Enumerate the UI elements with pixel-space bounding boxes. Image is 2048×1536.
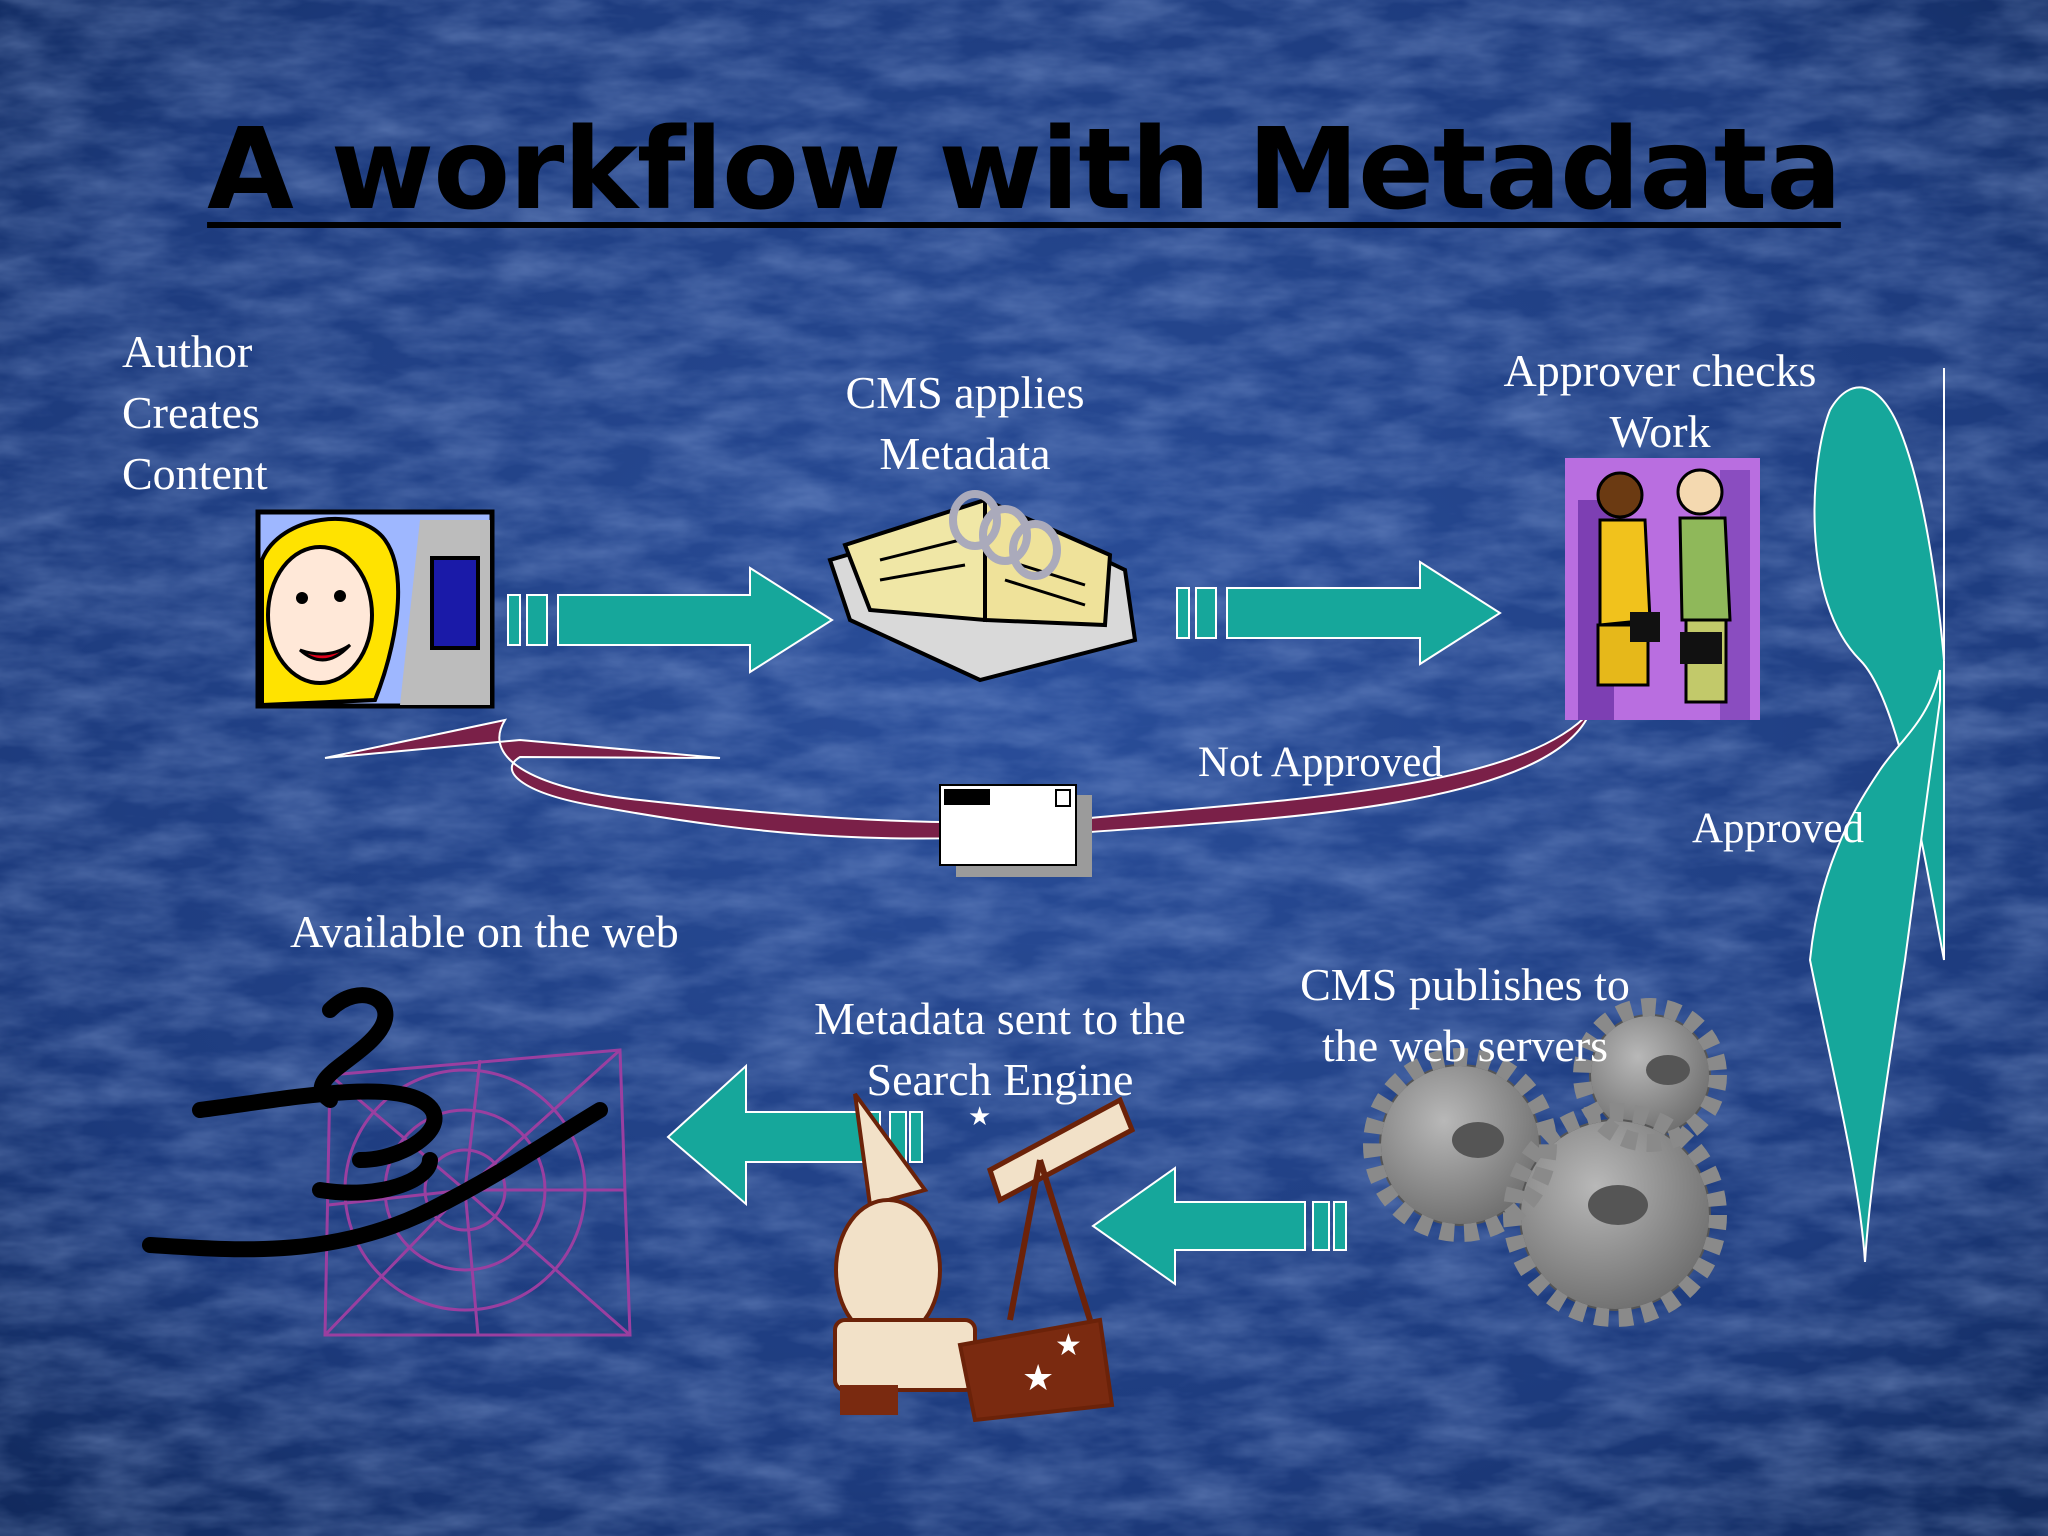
approved-label: Approved [1692, 805, 1864, 852]
publish-label: CMS publishes to the web servers [1300, 959, 1630, 1071]
arrow-author-to-cms [507, 566, 834, 674]
slide-title: A workflow with Metadata [207, 105, 1842, 235]
author-label: Author Creates Content [122, 326, 268, 499]
approver-label: Approver checks Work [1503, 345, 1817, 457]
search-label: Metadata sent to the Search Engine [814, 993, 1186, 1105]
svg-text:★: ★ [1022, 1358, 1054, 1399]
svg-text:★: ★ [1055, 1328, 1082, 1363]
arrow-not-approved [324, 711, 1591, 840]
arrow-approved [1808, 368, 1945, 1263]
arrow-search-to-web [666, 1063, 923, 1207]
not-approved-label: Not Approved [1198, 739, 1443, 786]
envelope-icon [939, 784, 1092, 877]
cms-apply-label: CMS applies Metadata [845, 367, 1085, 479]
web-label: Available on the web [290, 906, 679, 957]
svg-text:★: ★ [968, 1102, 991, 1132]
arrow-publish-to-search [1091, 1166, 1347, 1286]
arrow-cms-to-approver [1176, 560, 1502, 666]
